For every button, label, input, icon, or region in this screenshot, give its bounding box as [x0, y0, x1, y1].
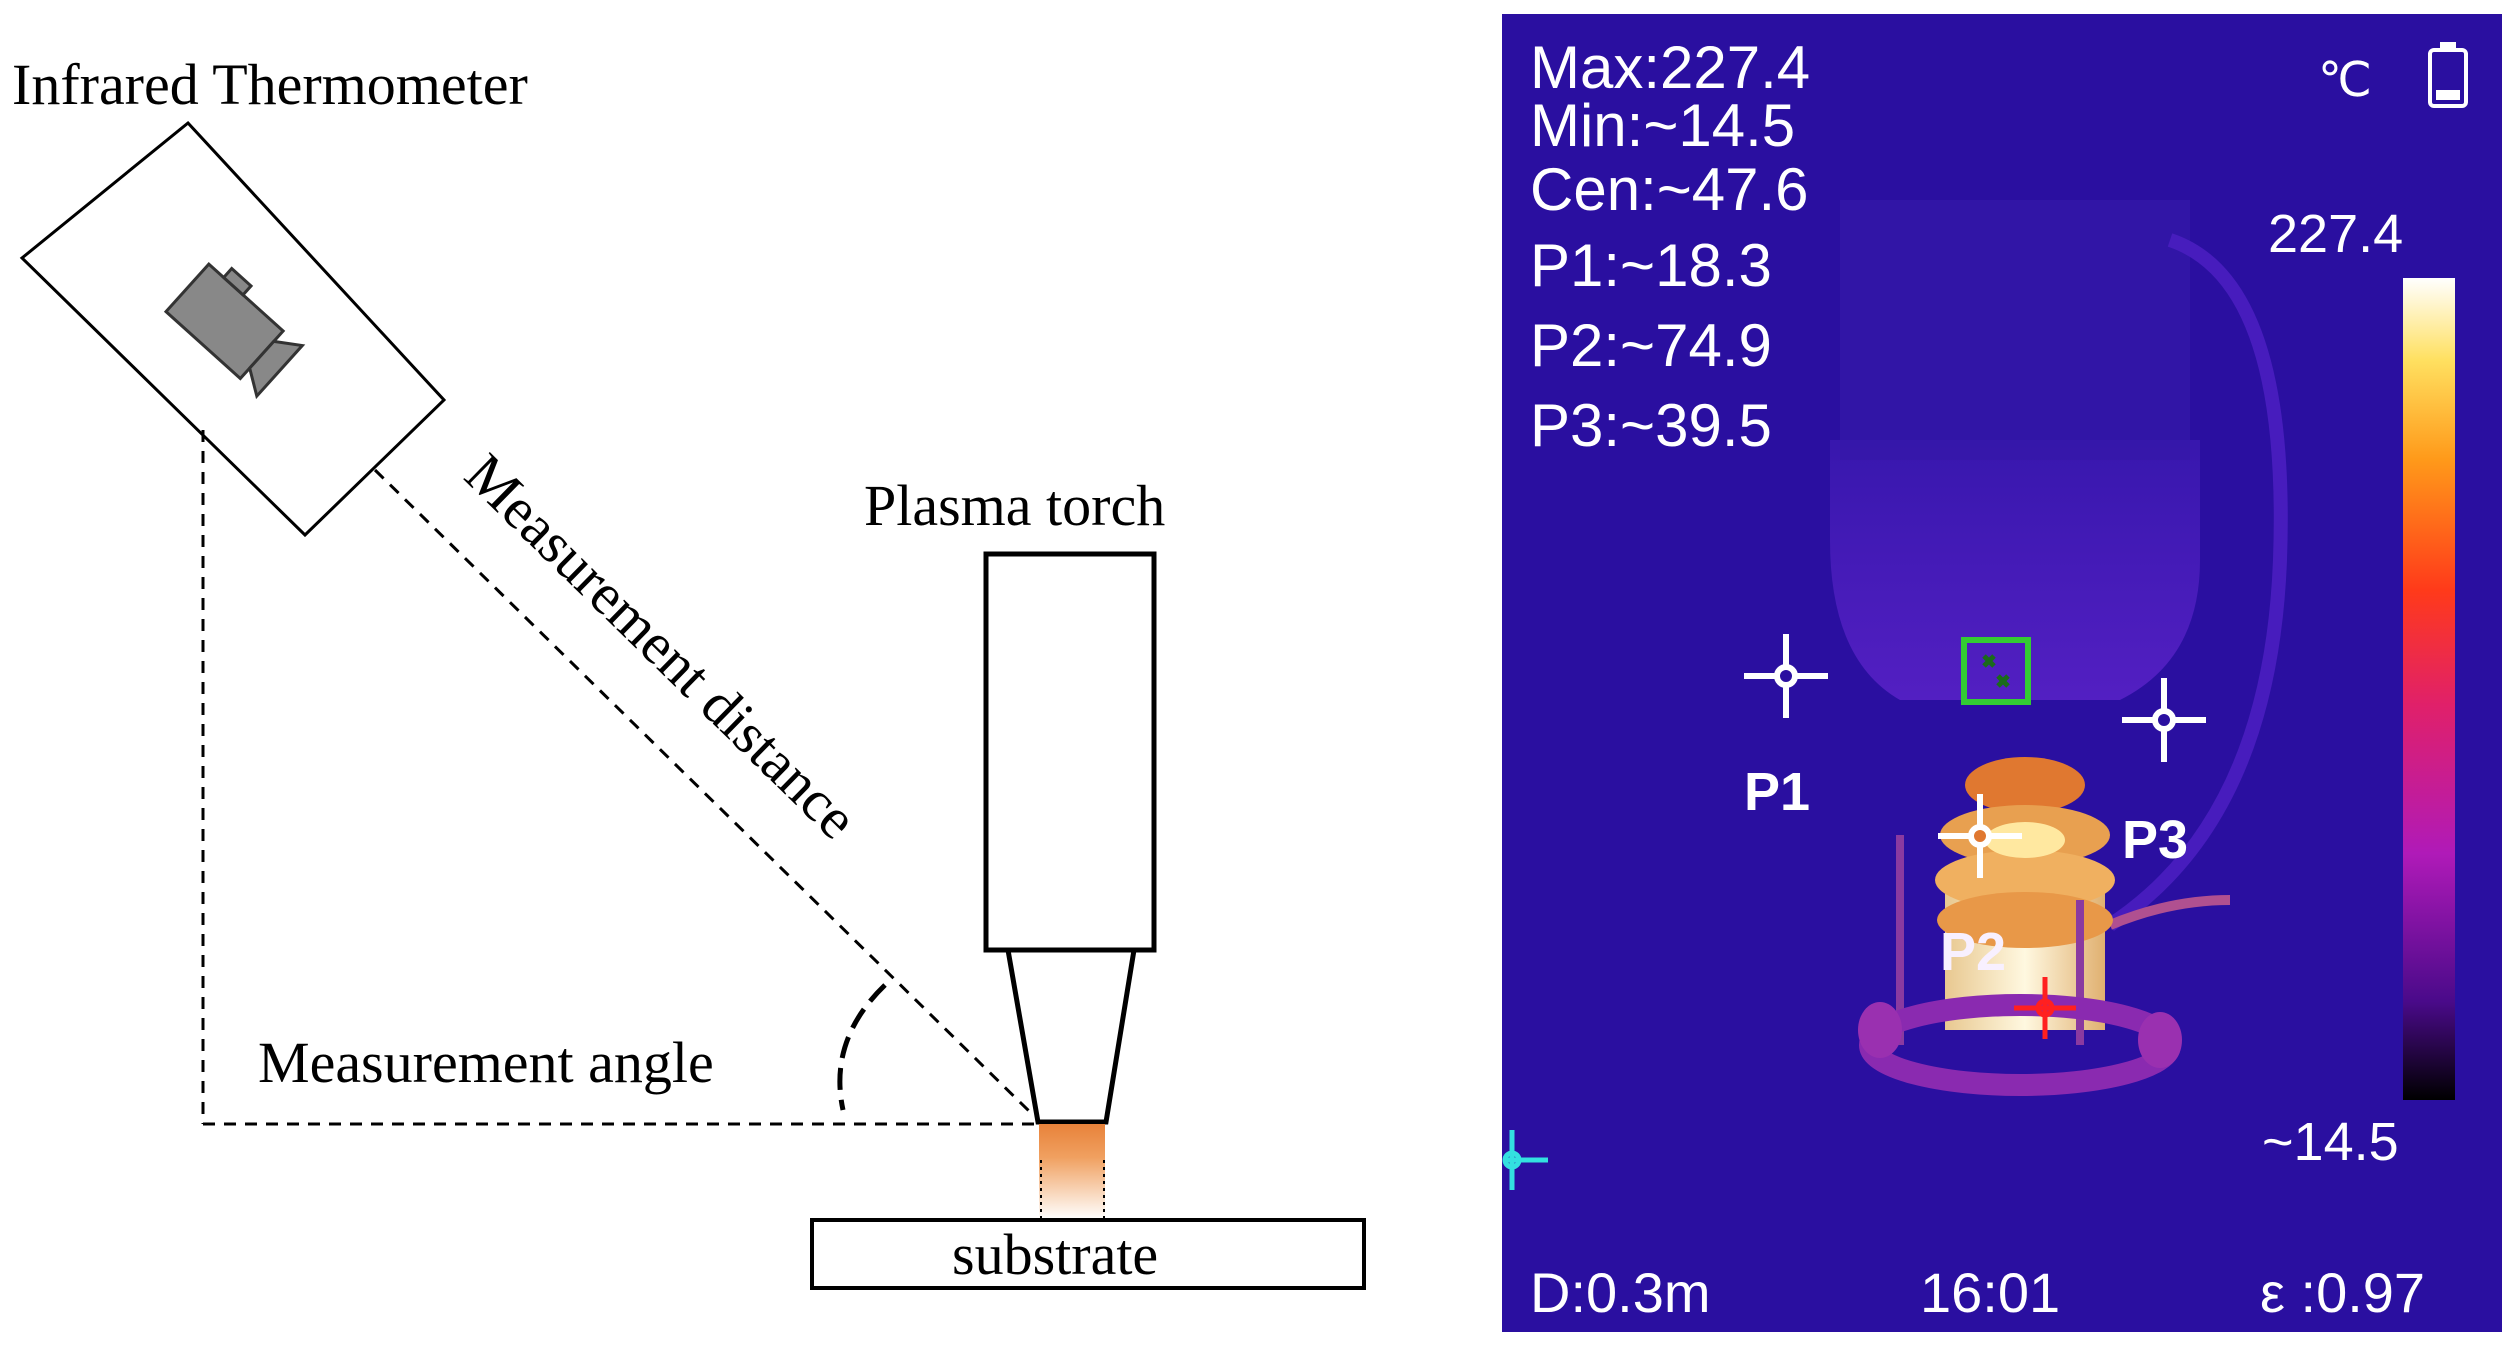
p1-crosshair [1744, 634, 1828, 718]
angle-label: Measurement angle [258, 1030, 714, 1095]
distance-readout: D:0.3m [1530, 1261, 1711, 1324]
angle-arc [837, 983, 887, 1111]
p1-readout: P1:~18.3 [1530, 232, 1772, 299]
torch-label: Plasma torch [864, 473, 1165, 538]
center-readout: Cen:~47.6 [1530, 156, 1809, 223]
plasma-flame [1039, 1124, 1105, 1219]
p3-readout: P3:~39.5 [1530, 392, 1772, 459]
p1-label: P1 [1744, 762, 1810, 822]
thermal-image-panel: Max:227.4 Min:~14.5 Cen:~47.6 P1:~18.3 P… [1502, 14, 2502, 1332]
measurement-line [373, 468, 1032, 1114]
emissivity-readout: ε :0.97 [2260, 1261, 2425, 1324]
thermal-footer: D:0.3m 16:01 ε :0.97 [1530, 1261, 2425, 1324]
p2-readout: P2:~74.9 [1530, 312, 1772, 379]
p3-crosshair [2122, 678, 2206, 762]
max-readout: Max:227.4 [1530, 34, 1810, 101]
unit-label: ℃ [2318, 54, 2372, 107]
p2-crosshair [1938, 794, 2022, 878]
torch-body [983, 551, 1157, 953]
coldspot-crosshair [1502, 1130, 1548, 1190]
time-readout: 16:01 [1920, 1261, 2060, 1324]
scale-max-label: 227.4 [2268, 204, 2403, 264]
temperature-readouts: Max:227.4 Min:~14.5 Cen:~47.6 P1:~18.3 P… [1530, 34, 1810, 459]
hotspot-crosshair [2014, 977, 2076, 1039]
p3-label: P3 [2122, 810, 2188, 870]
scale-min-label: ~14.5 [2262, 1112, 2399, 1172]
color-scale-bar [2403, 278, 2455, 1100]
battery-icon [2428, 42, 2468, 108]
thermometer-label: Infrared Thermometer [12, 52, 528, 117]
min-readout: Min:~14.5 [1530, 92, 1795, 159]
substrate-label: substrate [952, 1222, 1158, 1287]
substrate [810, 1218, 1366, 1290]
p2-label: P2 [1940, 922, 2006, 982]
torch-nozzle [1005, 947, 1137, 1125]
thermal-scene [1830, 200, 2288, 1096]
distance-label: Measurement distance [453, 441, 870, 851]
center-marker [1961, 637, 2031, 705]
camera-icon [163, 261, 306, 400]
schematic-panel: Infrared Thermometer Measurement distanc… [12, 52, 1366, 1290]
